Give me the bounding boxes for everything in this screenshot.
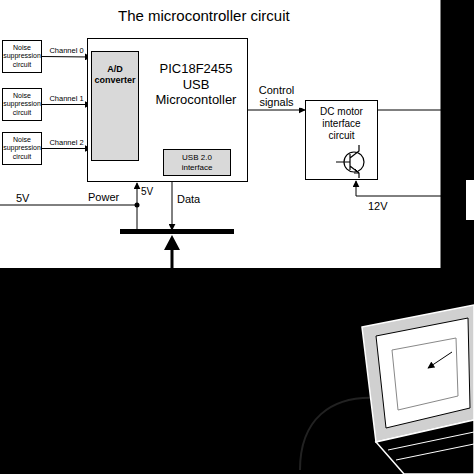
usb-cable [171,246,174,286]
filter-box: Noise suppression circuit [2,40,42,73]
usb-interface-box: USB 2.0 interface [163,149,231,176]
box-label: Noise suppression circuit [3,44,41,69]
voltage-label: 5V [16,192,29,204]
signal-label: Channel 0 [48,46,84,54]
box-label: DC motor interface circuit [308,106,375,142]
signal-arrow [42,148,91,149]
usb-arrow [164,235,180,250]
box-label: A/D converter [94,64,136,86]
laptop-drawing [300,305,474,474]
panel-ground [0,0,441,268]
box-label: Noise suppression circuit [3,92,41,117]
voltage-label: 5V [141,186,153,197]
signal-label: Channel 2 [48,138,84,146]
motor-wire [378,110,441,111]
supply-wire [356,181,441,196]
panel-edge [441,0,442,268]
transistor-symbol [336,145,364,178]
signal-arrow [248,110,305,111]
box-label: USB 2.0 interface [166,153,228,172]
box-label: PIC18F2455 USB Microcontoller [146,61,246,108]
motor-block [466,180,474,220]
filter-box: Noise suppression circuit [2,132,42,165]
junction-dot [135,203,140,208]
adc-box: A/D converter [91,51,139,161]
motor-interface-box: DC motor interface circuit [305,100,378,180]
signal-label: Channel 1 [48,94,84,102]
usb-bus-bar [120,229,234,234]
power-label: Power [88,191,119,203]
voltage-label: 12V [368,200,388,212]
power-wire [0,205,137,206]
box-label: Noise suppression circuit [3,136,41,161]
signal-arrow [42,104,91,105]
bus-label: Data [177,193,200,205]
signal-arrow [42,56,91,58]
panel-title: The microcontroller circuit [118,7,290,25]
filter-box: Noise suppression circuit [2,88,42,121]
microcontroller-box: PIC18F2455 USB Microcontoller A/D convert… [87,38,248,182]
signal-label: Control signals [249,84,305,108]
circuit-panel: The microcontroller circuitNoise suppres… [0,0,441,268]
